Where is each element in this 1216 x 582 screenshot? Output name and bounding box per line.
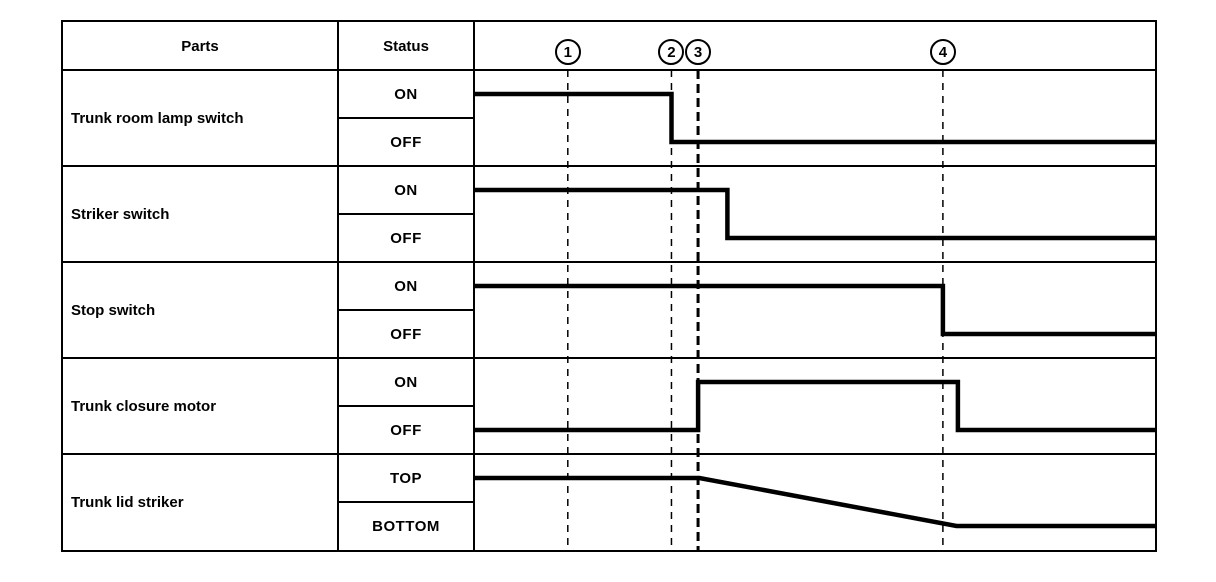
status-off-label: OFF [390, 133, 422, 151]
part-label-trunk-lid-striker: Trunk lid striker [71, 493, 184, 511]
waveform [473, 187, 1155, 241]
status-on-label: ON [394, 277, 418, 295]
timing-marker-1-icon: 1 [554, 39, 581, 65]
waveform [473, 379, 1155, 433]
timing-table: Parts Status Trunk room lamp switch ON O… [61, 20, 1157, 552]
status-divider [339, 405, 473, 407]
divider-parts-status [337, 22, 339, 550]
status-divider [339, 309, 473, 311]
timing-marker-3-icon: 3 [685, 39, 712, 65]
part-label-striker-switch: Striker switch [71, 205, 170, 223]
divider-status-chart [473, 22, 475, 550]
row-border [63, 69, 1155, 71]
status-on-label: ON [394, 181, 418, 199]
waveform [473, 91, 1155, 145]
timing-marker-2-icon: 2 [658, 39, 685, 65]
row-border [63, 165, 1155, 167]
status-column-header: Status [383, 37, 429, 55]
part-label-stop-switch: Stop switch [71, 301, 156, 319]
row-border [63, 453, 1155, 455]
status-divider [339, 213, 473, 215]
timing-waveform-chart [473, 70, 1155, 550]
status-on-label: ON [394, 373, 418, 391]
timing-marker-4-icon: 4 [929, 39, 956, 65]
parts-column-header: Parts [181, 37, 219, 55]
row-border [63, 261, 1155, 263]
status-divider [339, 501, 473, 503]
waveform [473, 475, 1155, 529]
status-divider [339, 117, 473, 119]
part-label-trunk-closure-motor: Trunk closure motor [71, 397, 217, 415]
status-off-label: OFF [390, 421, 422, 439]
row-border [63, 357, 1155, 359]
status-top-label: TOP [389, 469, 423, 487]
status-on-label: ON [394, 85, 418, 103]
status-bottom-label: BOTTOM [372, 517, 440, 535]
status-off-label: OFF [390, 229, 422, 247]
waveform [473, 283, 1155, 337]
status-off-label: OFF [390, 325, 422, 343]
part-label-trunk-room-lamp-switch: Trunk room lamp switch [71, 109, 244, 127]
